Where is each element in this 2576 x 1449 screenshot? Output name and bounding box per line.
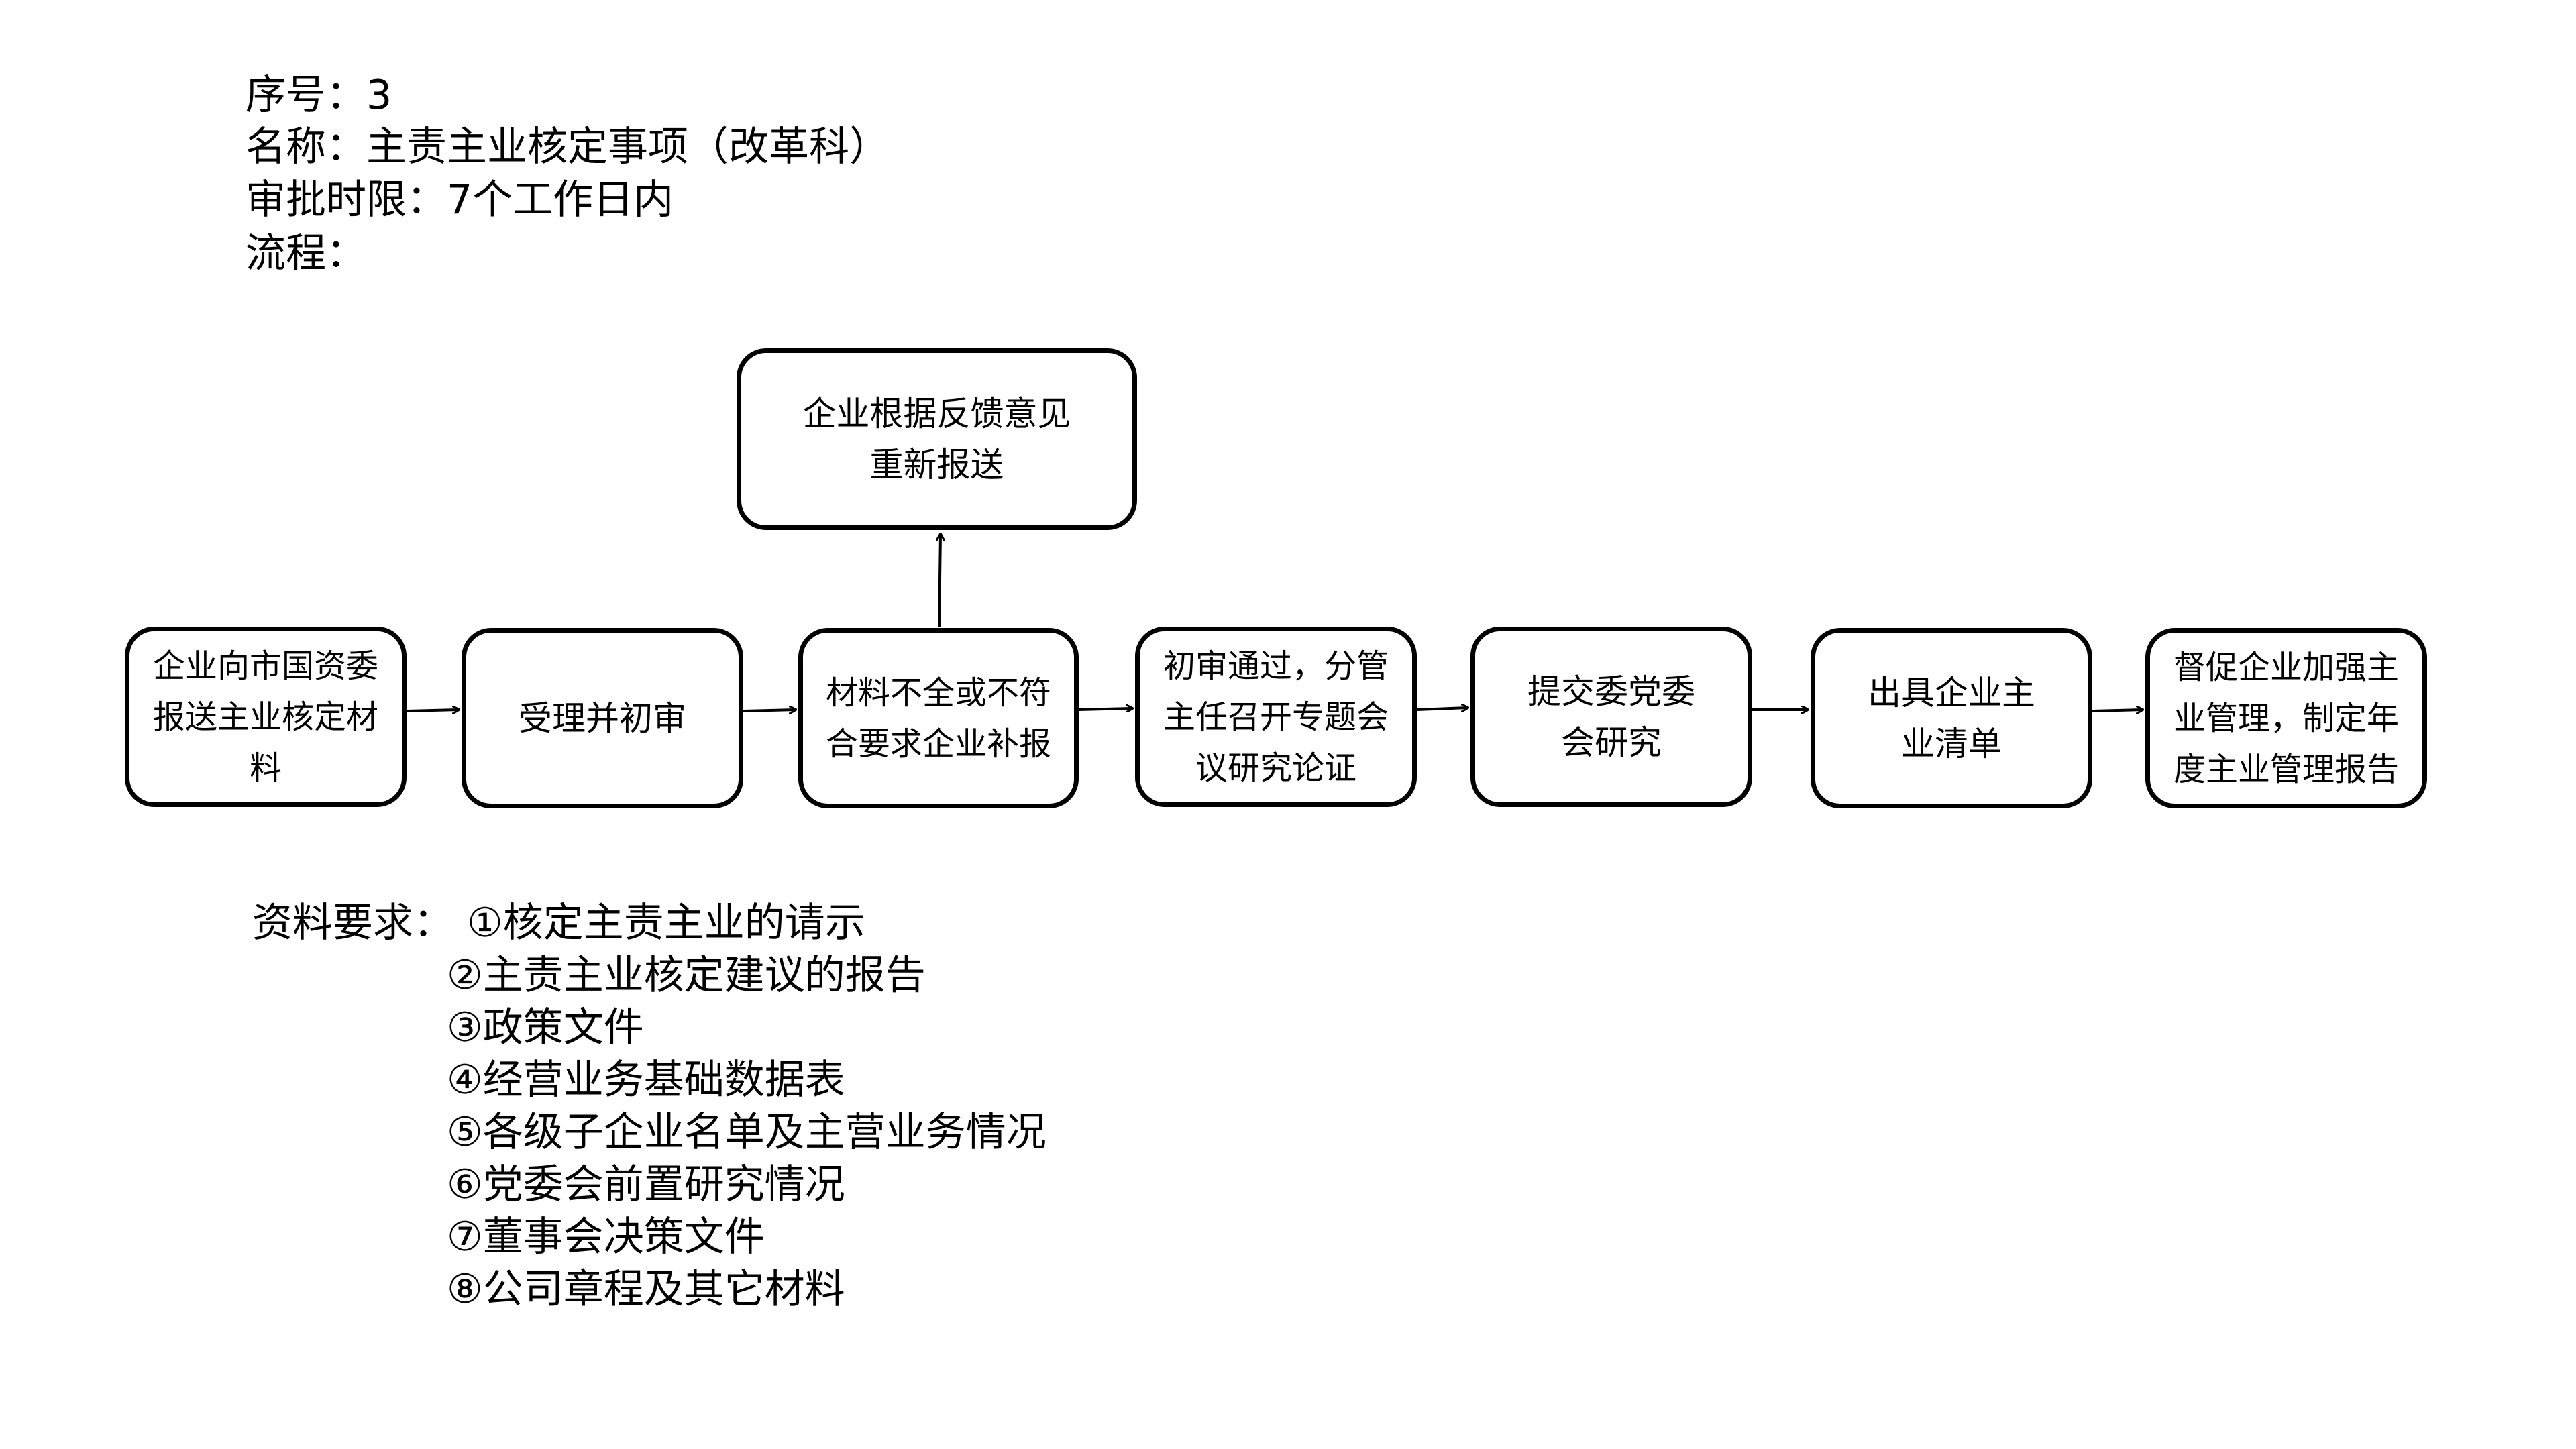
flow-step-issue-list: 出具企业主业清单 bbox=[1811, 628, 2092, 808]
requirement-item: ④经营业务基础数据表 bbox=[447, 1057, 845, 1104]
requirement-item: ⑧公司章程及其它材料 bbox=[447, 1266, 845, 1313]
process-label: 流程： bbox=[246, 230, 366, 277]
requirements-label: 资料要求： bbox=[252, 900, 453, 947]
flow-step-submit: 企业向市国资委报送主业核定材料 bbox=[125, 627, 407, 807]
requirement-item: ①核定主责主业的请示 bbox=[467, 900, 865, 947]
flow-step-special-meeting: 初审通过，分管主任召开专题会议研究论证 bbox=[1135, 627, 1417, 807]
requirement-item: ⑤各级子企业名单及主营业务情况 bbox=[447, 1109, 1046, 1156]
item-name: 名称：主责主业核定事项（改革科） bbox=[246, 123, 890, 170]
requirement-item: ②主责主业核定建议的报告 bbox=[447, 952, 926, 999]
requirement-item: ⑥党委会前置研究情况 bbox=[447, 1161, 845, 1208]
flow-step-supplement: 材料不全或不符合要求企业补报 bbox=[798, 628, 1079, 808]
arrow-6-7 bbox=[2092, 710, 2143, 711]
arrow-3-4 bbox=[1078, 708, 1132, 710]
resubmit-box: 企业根据反馈意见重新报送 bbox=[737, 348, 1137, 530]
requirement-item: ③政策文件 bbox=[447, 1004, 644, 1051]
arrow-3-resubmit bbox=[939, 534, 941, 627]
requirement-item: ⑦董事会决策文件 bbox=[447, 1214, 765, 1260]
flow-step-supervise: 督促企业加强主业管理，制定年度主业管理报告 bbox=[2145, 628, 2427, 808]
flow-step-party-committee: 提交委党委会研究 bbox=[1470, 627, 1752, 807]
serial-number: 序号：3 bbox=[246, 72, 392, 119]
arrow-2-3 bbox=[743, 710, 796, 711]
arrow-4-5 bbox=[1416, 708, 1468, 710]
approval-time-limit: 审批时限：7个工作日内 bbox=[246, 176, 674, 223]
flow-step-initial-review: 受理并初审 bbox=[462, 628, 743, 808]
arrow-1-2 bbox=[406, 710, 459, 711]
